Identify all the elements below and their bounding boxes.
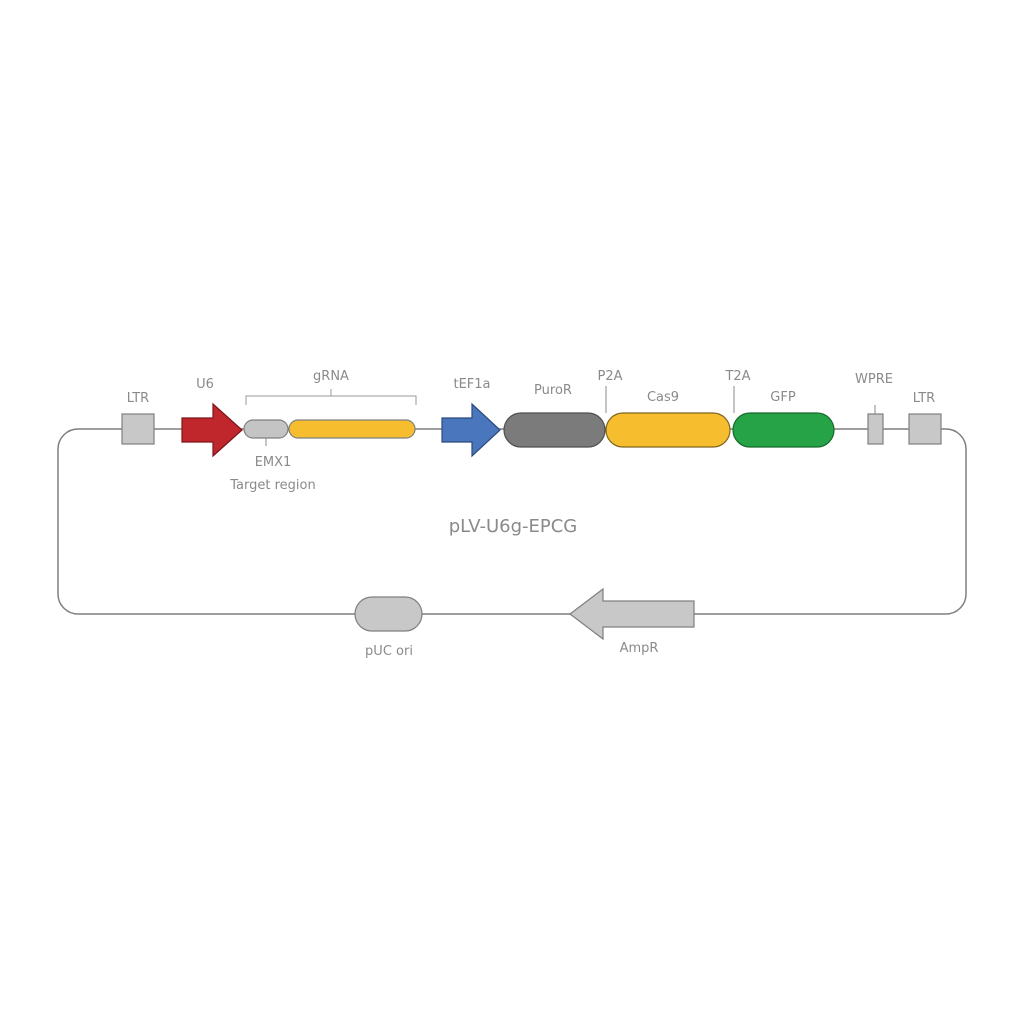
ltr-right-label: LTR <box>913 391 935 406</box>
ltr-left-box <box>121 413 155 445</box>
gfp-block <box>732 412 835 448</box>
puro-label: PuroR <box>534 383 572 398</box>
ltr-left-label: LTR <box>127 391 149 406</box>
plasmid-name: pLV-U6g-EPCG <box>449 516 578 537</box>
gfp-label: GFP <box>770 390 796 405</box>
plasmid-backbone <box>57 428 967 615</box>
ampr-arrow <box>569 587 695 641</box>
wpre-label: WPRE <box>855 372 893 387</box>
grna-bracket <box>245 389 417 405</box>
target-region-label: Target region <box>229 478 315 493</box>
puc-ori-block <box>354 596 423 632</box>
u6-promoter-arrow <box>181 402 243 458</box>
grna-block <box>288 419 416 439</box>
ltr-right-box <box>908 413 942 445</box>
puro-block <box>503 412 606 448</box>
grna-label: gRNA <box>313 369 349 384</box>
puc-ori-label: pUC ori <box>365 644 413 659</box>
u6-label: U6 <box>196 377 214 392</box>
emx1-label: EMX1 <box>255 455 292 470</box>
ampr-label: AmpR <box>620 641 659 656</box>
cas9-label: Cas9 <box>647 390 679 405</box>
p2a-label: P2A <box>597 369 622 384</box>
emx1-target-block <box>243 419 289 439</box>
tef1a-label: tEF1a <box>453 377 490 392</box>
cas9-block <box>605 412 731 448</box>
wpre-box <box>867 413 884 445</box>
t2a-label: T2A <box>724 369 750 384</box>
tef1a-promoter-arrow <box>441 402 501 458</box>
